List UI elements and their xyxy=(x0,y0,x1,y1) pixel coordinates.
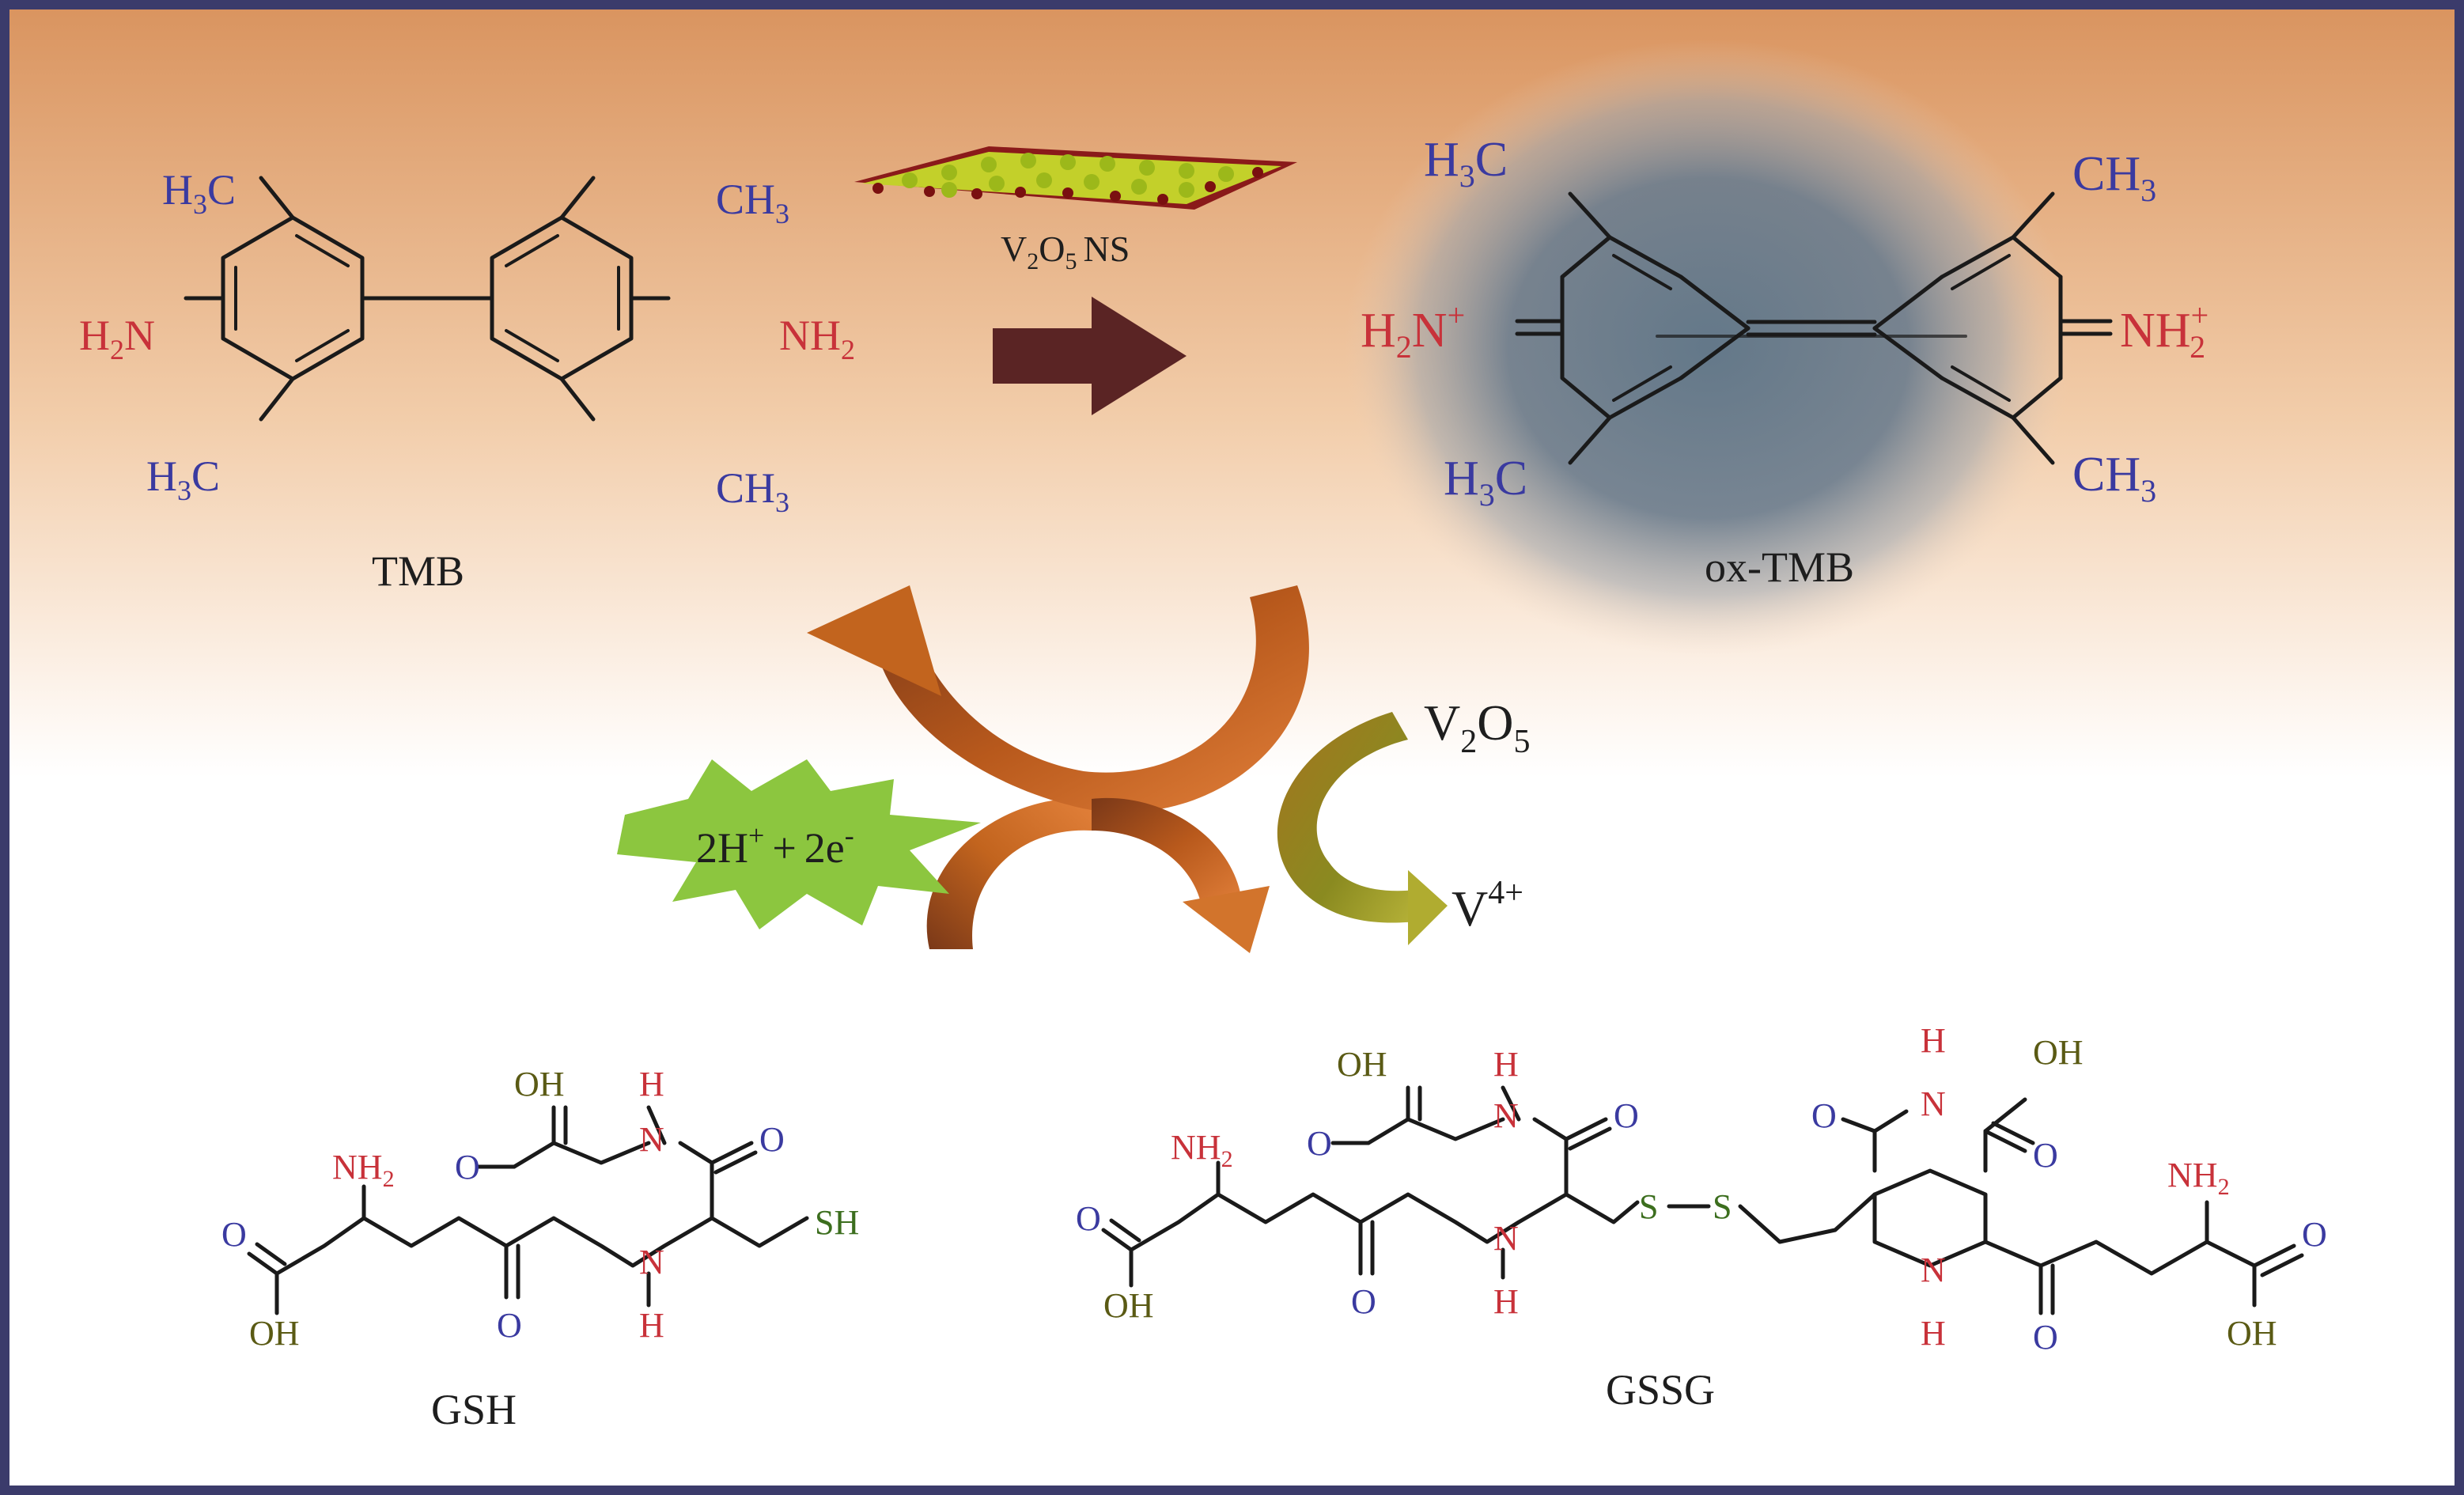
gsh-amide-n-2: N xyxy=(639,1120,664,1159)
gsh-amide-n-1: N xyxy=(639,1243,664,1281)
tmb-methyl-bottom-right: CH3 xyxy=(716,464,789,518)
gsh-thiol: SH xyxy=(815,1203,859,1242)
gsh-carbonyl-o-2: O xyxy=(497,1306,522,1345)
proton-electron-starburst xyxy=(617,759,981,929)
gsh-amine: NH2 xyxy=(332,1148,395,1192)
gssg-o-7: O xyxy=(2302,1215,2327,1254)
tmb-structure xyxy=(184,176,671,422)
oxtmb-methyl-bottom-left: H3C xyxy=(1444,452,1527,513)
gssg-oh-3: OH xyxy=(2033,1033,2084,1072)
gssg-oh-2: OH xyxy=(1337,1045,1387,1084)
reaction-arrow xyxy=(993,297,1187,415)
gssg-amine-2: NH2 xyxy=(2167,1156,2230,1200)
gssg-o-1: O xyxy=(1076,1199,1101,1238)
gssg-oh-1: OH xyxy=(1103,1286,1154,1325)
tmb-amine-right: NH2 xyxy=(779,312,855,365)
v2o5-nanosheet-illustration xyxy=(854,146,1297,210)
gssg-h-2: H xyxy=(1493,1045,1519,1084)
gsh-amide-h-1: H xyxy=(639,1306,664,1345)
gsh-oh-2: OH xyxy=(514,1065,565,1103)
gsh-caption: GSH xyxy=(431,1386,517,1433)
oxtmb-methyl-bottom-right: CH3 xyxy=(2072,448,2156,509)
gssg-ring-n-top: N xyxy=(1921,1084,1946,1123)
ox-tmb-color-cloud xyxy=(1345,40,2072,657)
oxtmb-methyl-top-left: H3C xyxy=(1424,133,1508,194)
gssg-ring-n-bottom: N xyxy=(1921,1251,1946,1289)
v4-label: V4+ xyxy=(1452,875,1523,937)
gssg-structure xyxy=(1101,1085,2304,1315)
tmb-methyl-top-right: CH3 xyxy=(716,176,789,229)
oxtmb-methyl-top-right: CH3 xyxy=(2072,147,2156,208)
gssg-oh-4: OH xyxy=(2227,1314,2277,1353)
gssg-o-3: O xyxy=(1614,1096,1639,1135)
ox-tmb-structure xyxy=(1515,191,2113,465)
gssg-amine-1: NH2 xyxy=(1171,1128,1233,1172)
tmb-methyl-top-left: H3C xyxy=(162,166,236,220)
oxtmb-caption: ox-TMB xyxy=(1705,543,1854,591)
oxtmb-iminium-right: NH+2 xyxy=(2120,297,2209,365)
gssg-o-4: O xyxy=(1307,1124,1332,1163)
gssg-ring-h-bottom: H xyxy=(1921,1314,1946,1353)
gssg-o-5: O xyxy=(2033,1136,2058,1175)
gssg-h-1: H xyxy=(1493,1282,1519,1321)
cycle-arrows xyxy=(807,585,1448,953)
tmb-amine-left: H2N xyxy=(79,312,155,365)
gssg-sulfur-1: S xyxy=(1639,1187,1658,1226)
gssg-caption: GSSG xyxy=(1606,1366,1715,1414)
gssg-o-6: O xyxy=(2033,1318,2058,1357)
tmb-methyl-bottom-left: H3C xyxy=(146,452,220,506)
gsh-carbonyl-o-1: O xyxy=(221,1215,247,1254)
proton-electron-label: 2H++2e- xyxy=(696,819,854,872)
gssg-sulfur-2: S xyxy=(1713,1187,1732,1226)
gsh-carbonyl-o-3: O xyxy=(759,1120,785,1159)
gssg-n-1: N xyxy=(1493,1219,1519,1258)
v2o5-label: V2O5 xyxy=(1424,695,1530,760)
gssg-ring-h-top: H xyxy=(1921,1021,1946,1060)
gsh-oh-1: OH xyxy=(249,1314,300,1353)
tmb-caption: TMB xyxy=(372,547,464,595)
oxtmb-iminium-left: H2N+ xyxy=(1361,297,1465,365)
gsh-amide-h-2: H xyxy=(639,1065,664,1103)
gssg-o-2: O xyxy=(1351,1282,1376,1321)
gssg-ring-o: O xyxy=(1811,1096,1837,1135)
gsh-carbonyl-o-4: O xyxy=(455,1148,480,1187)
gsh-structure xyxy=(247,1105,809,1315)
gssg-n-2: N xyxy=(1493,1096,1519,1135)
